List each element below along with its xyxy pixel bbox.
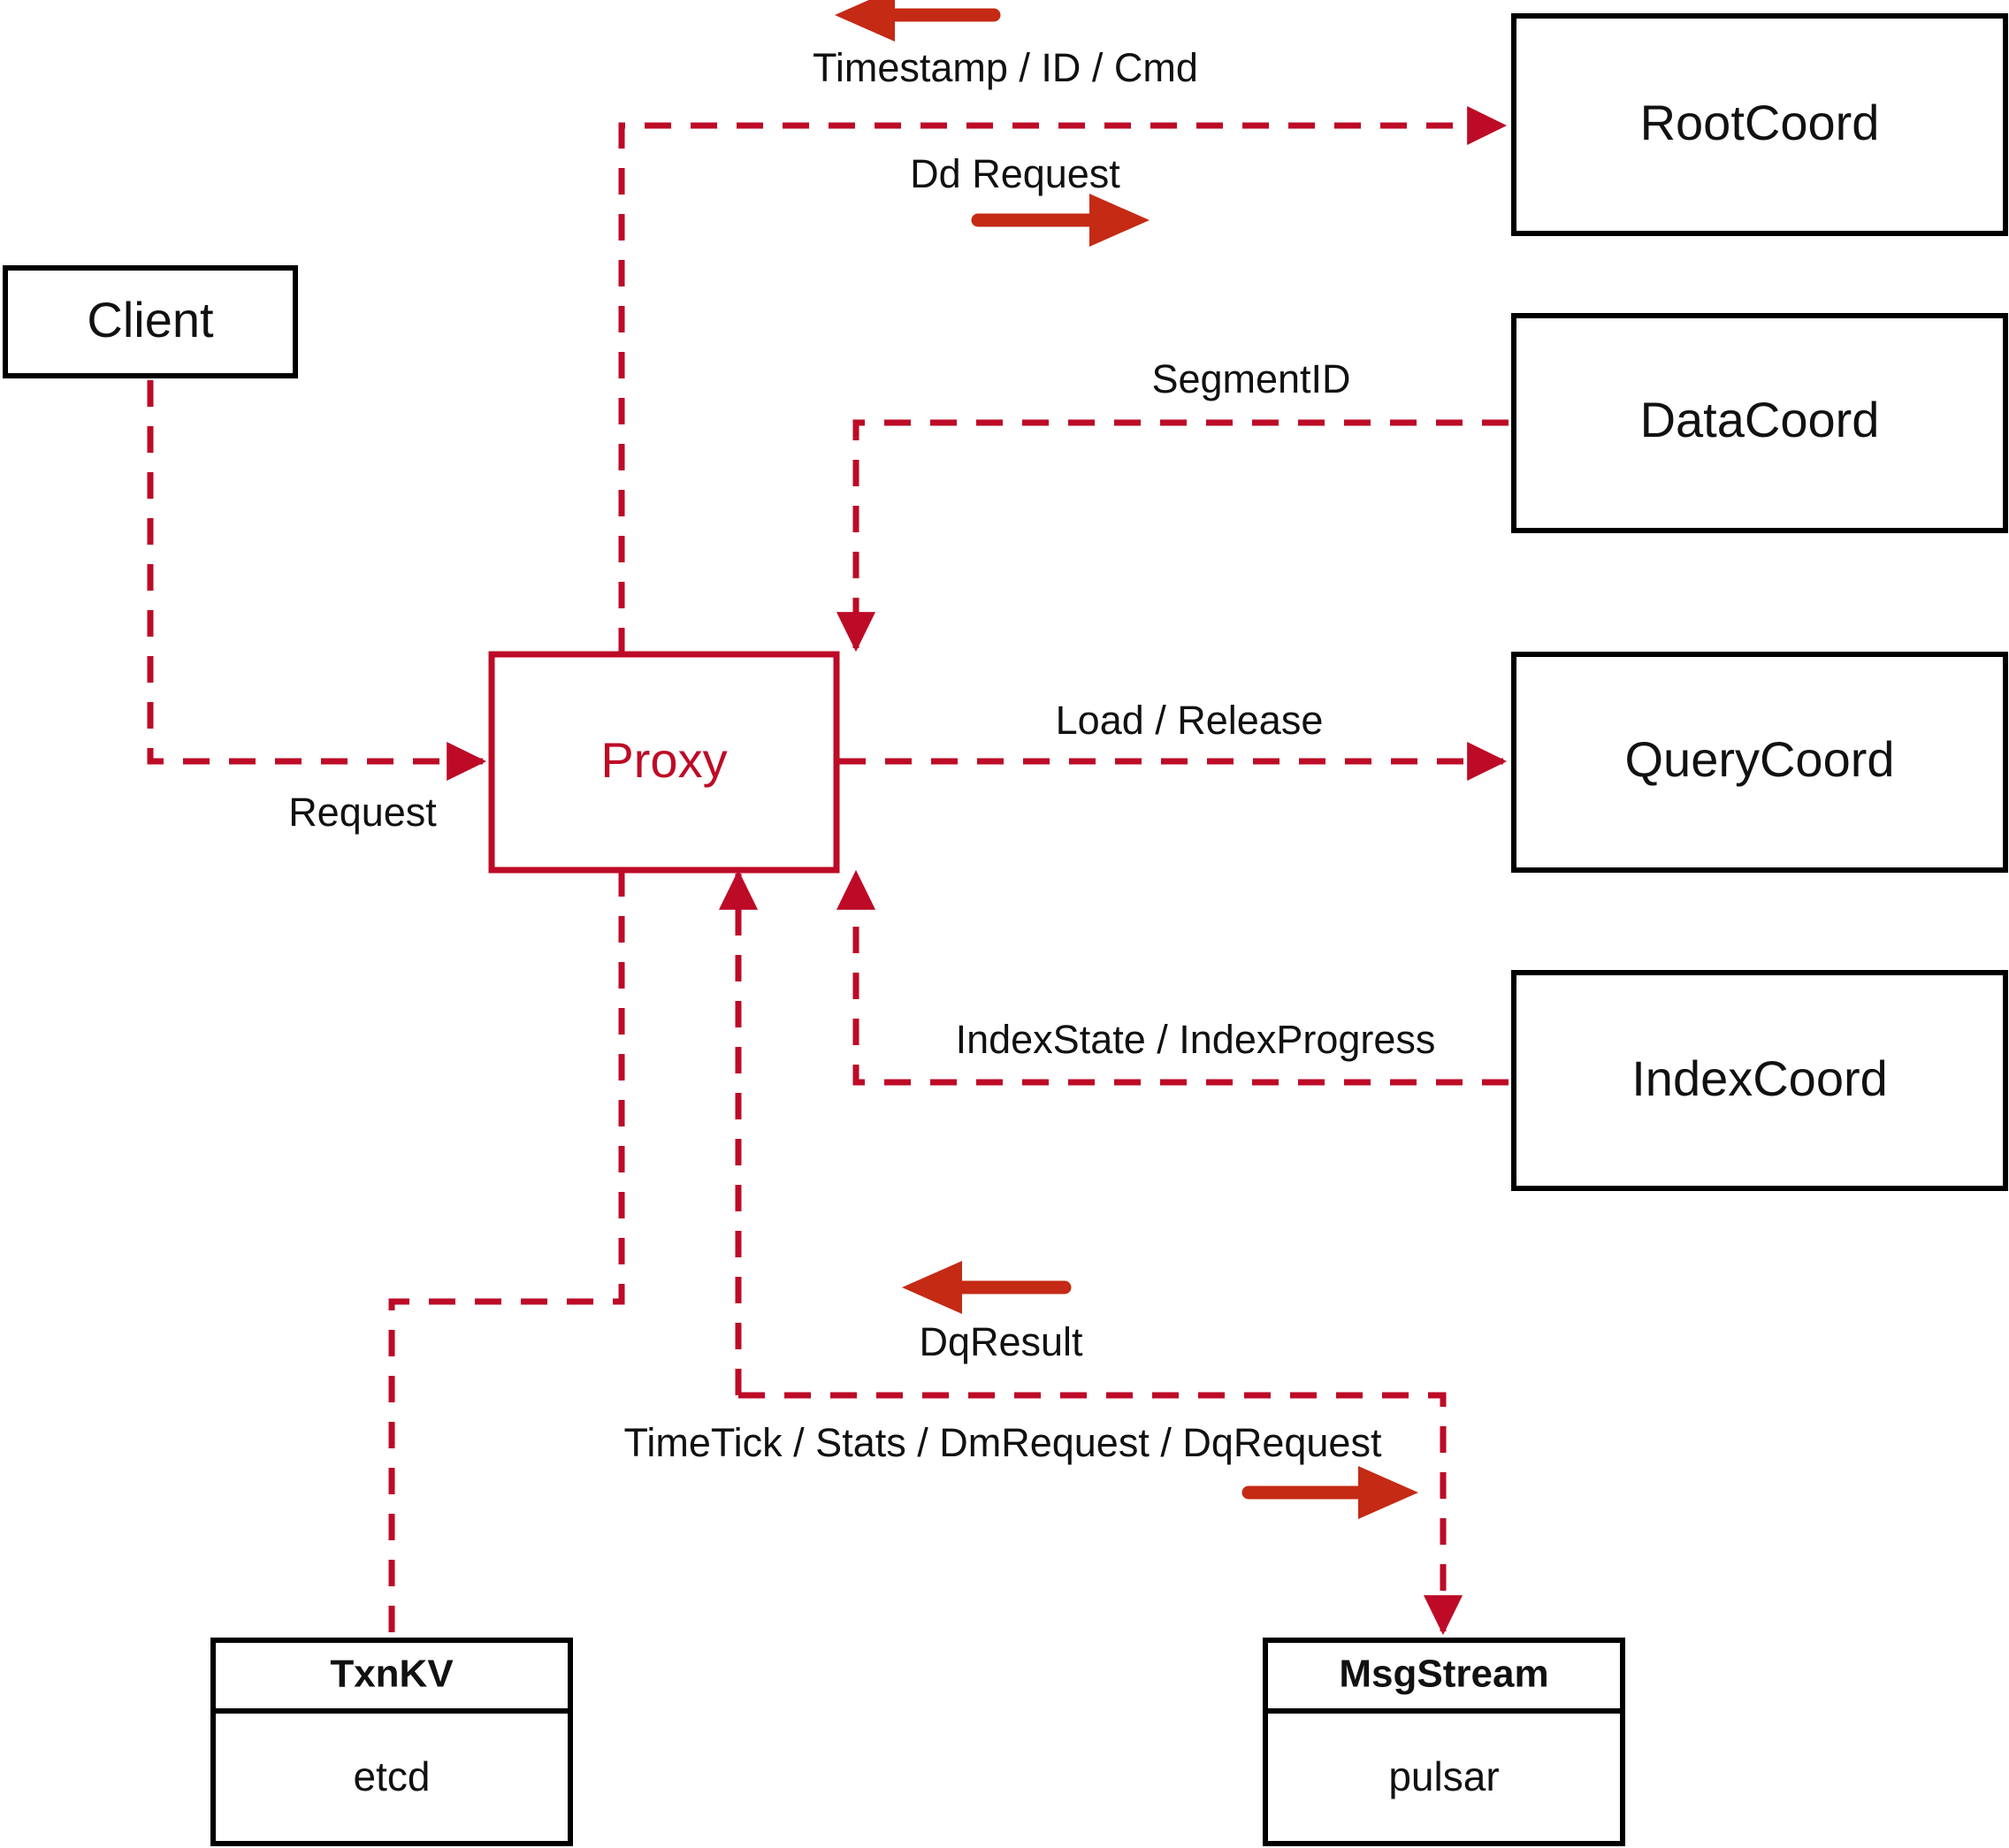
node-msgstream-label: MsgStream [1339,1653,1548,1696]
node-index-coord[interactable]: IndexCoord [1511,970,2008,1191]
direction-arrow-left-dq-result [902,1261,1072,1314]
direction-arrow-right-timetick [1241,1466,1418,1519]
edge-label-index-state-progress: IndexState / IndexProgress [956,1017,1436,1062]
node-root-coord-label: RootCoord [1640,95,1880,150]
edge-label-dd-request: Dd Request [910,151,1120,196]
node-client[interactable]: Client [3,265,298,378]
node-msgstream[interactable]: MsgStream pulsar [1263,1638,1625,1846]
node-root-coord-box [1511,13,2008,236]
node-txnkv[interactable]: TxnKV etcd [210,1638,573,1846]
node-proxy[interactable]: Proxy [488,651,840,874]
node-msgstream-impl-label: pulsar [1388,1753,1499,1799]
edge-label-timestamp-id-cmd: Timestamp / ID / Cmd [813,45,1198,90]
direction-arrow-right-dd-request [971,194,1150,247]
edge-label-segment-id: SegmentID [1151,356,1350,401]
edge-path-index-state [836,869,1509,1086]
edge-path-timetick [738,1392,1463,1636]
edge-label-load-release: Load / Release [1056,698,1324,743]
node-proxy-box [488,651,840,874]
edge-label-timetick-stats-dm-dq: TimeTick / Stats / DmRequest / DqRequest [624,1420,1382,1465]
node-data-coord-box [1511,313,2008,533]
node-msgstream-box [1263,1638,1625,1846]
node-client-label: Client [87,292,214,347]
direction-arrow-left-timestamp [835,0,1001,42]
node-root-coord[interactable]: RootCoord [1511,13,2008,236]
node-txnkv-impl-label: etcd [354,1753,431,1799]
edge-path-dd-request [618,105,1508,654]
node-proxy-label: Proxy [600,732,727,788]
node-txnkv-label: TxnKV [330,1653,454,1696]
node-index-coord-label: IndexCoord [1631,1050,1888,1106]
edge-path-request [147,380,487,782]
node-query-coord-label: QueryCoord [1624,731,1894,787]
node-query-coord-box [1511,652,2008,873]
node-query-coord[interactable]: QueryCoord [1511,652,2008,873]
edge-path-txnkv [388,870,625,1638]
node-index-coord-box [1511,970,2008,1191]
node-client-box [3,265,298,378]
node-data-coord[interactable]: DataCoord [1511,313,2008,533]
node-txnkv-box [210,1638,573,1846]
edge-path-segment-id [836,419,1509,653]
edge-label-dq-result: DqResult [919,1319,1083,1364]
edge-label-request: Request [288,790,437,835]
node-data-coord-label: DataCoord [1640,392,1880,447]
